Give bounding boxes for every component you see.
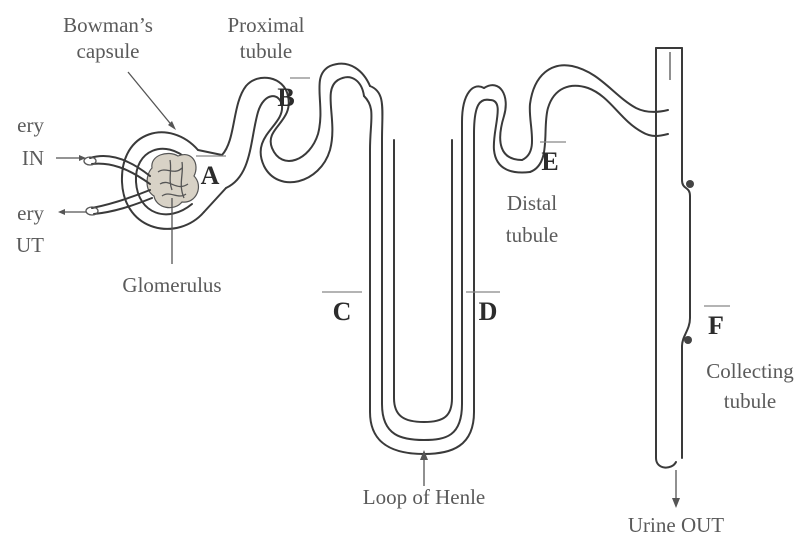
proximal-tubule xyxy=(222,64,370,188)
urine-arrowhead xyxy=(672,498,680,508)
artery-out-arrowhead xyxy=(58,209,65,215)
distal-label-line1: Distal xyxy=(507,191,557,215)
artery-in-arrowhead xyxy=(79,155,86,161)
collecting-label-line2: tubule xyxy=(724,389,777,413)
artery-out-label-line2: UT xyxy=(16,233,44,257)
marker-e: E xyxy=(541,147,558,176)
proximal-label-line1: Proximal xyxy=(228,13,305,37)
marker-d: D xyxy=(479,297,498,326)
marker-a: A xyxy=(201,161,220,190)
bowmans-label-line1: Bowman’s xyxy=(63,13,153,37)
artery-in-label-line2: IN xyxy=(22,146,44,170)
glomerulus-label: Glomerulus xyxy=(122,273,221,297)
urine-out-label: Urine OUT xyxy=(628,513,724,537)
marker-b: B xyxy=(277,83,294,112)
bowmans-label-line2: capsule xyxy=(77,39,140,63)
marker-c: C xyxy=(333,297,352,326)
loop-arrowhead xyxy=(420,450,428,460)
distal-label-line2: tubule xyxy=(506,223,559,247)
glomerulus xyxy=(147,153,198,207)
bowmans-pointer xyxy=(128,72,174,128)
distal-tubule xyxy=(484,65,668,172)
collecting-label-line1: Collecting xyxy=(706,359,794,383)
loop-of-henle-label: Loop of Henle xyxy=(363,485,485,509)
artery-in-label-line1: ery xyxy=(17,113,44,137)
proximal-label-line2: tubule xyxy=(240,39,293,63)
artery-out-label-line1: ery xyxy=(17,201,44,225)
marker-f: F xyxy=(708,311,724,340)
arterioles xyxy=(84,156,152,215)
loop-of-henle xyxy=(364,86,490,454)
